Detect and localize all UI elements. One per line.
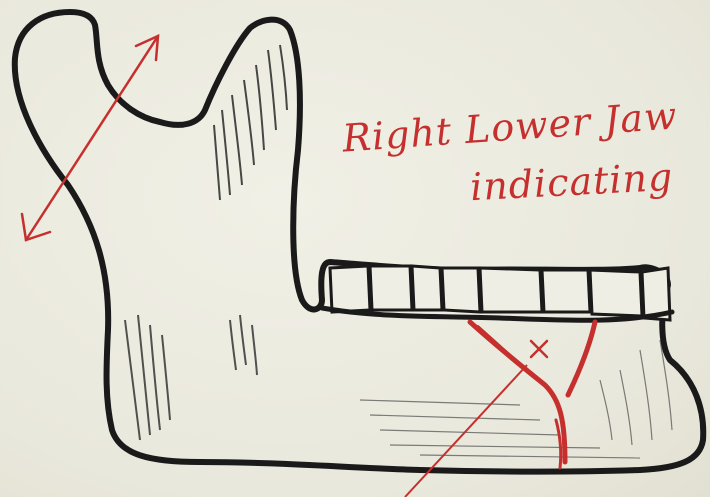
double-arrow-icon bbox=[22, 36, 158, 240]
teeth-row bbox=[330, 266, 670, 320]
tooth bbox=[442, 268, 480, 312]
x-mark-icon bbox=[531, 341, 547, 357]
tooth bbox=[412, 266, 442, 310]
tooth bbox=[542, 270, 590, 312]
tooth bbox=[590, 270, 642, 316]
tooth bbox=[480, 268, 542, 312]
body-hatching bbox=[360, 340, 672, 458]
jaw-outline bbox=[15, 12, 703, 472]
tooth bbox=[330, 266, 370, 312]
tooth bbox=[370, 266, 412, 310]
ramus-shading bbox=[125, 315, 257, 440]
